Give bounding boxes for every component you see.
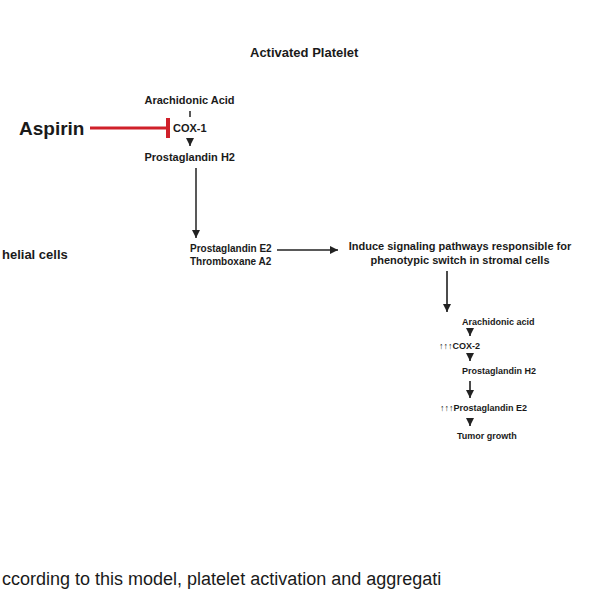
epithelial-cells: [0, 272, 585, 550]
caption-fragment: ccording to this model, platelet activat…: [2, 569, 441, 590]
nucleus: [0, 425, 42, 505]
molecule-label: Arachidonic acid: [460, 315, 537, 329]
pathway-arrow: [277, 249, 338, 251]
pathway-arrow: [469, 381, 471, 398]
node-heading: Activated Platelet: [250, 44, 358, 61]
node-text: Aspirin: [19, 116, 85, 141]
figure-frame: [0, 5, 585, 555]
icon-glyph: [581, 5, 595, 19]
node-text: COX-1: [173, 121, 207, 135]
nucleolus: [133, 503, 163, 525]
enzyme-label: COX-1: [171, 120, 209, 136]
molecule-label: Arachidonic Acid: [143, 92, 238, 108]
epithelial-cell: [45, 288, 275, 545]
icon-background: [572, 0, 600, 30]
pathway-arrow: [189, 139, 191, 146]
process-note: Induce signaling pathways responsible fo…: [341, 238, 579, 268]
node-text: Arachidonic Acid: [145, 93, 236, 107]
node-text: ↑↑↑Prostaglandin E2: [440, 402, 528, 414]
pathway-arrow: [195, 168, 197, 238]
pathway-arrow: [469, 332, 471, 336]
tissue-label: helial cells: [2, 247, 68, 262]
node-text: Arachidonic acid: [462, 316, 535, 328]
pathway-arrow: [469, 418, 471, 426]
node-text: ↑↑↑COX-2: [439, 340, 481, 352]
node-text: Prostaglandin H2: [462, 365, 537, 377]
nucleus: [286, 448, 386, 532]
basement-membrane: [0, 540, 585, 550]
molecule-label: Prostaglandin H2: [143, 149, 238, 165]
platelet: Activated PlateletArachidonic AcidCOX-1P…: [115, 10, 310, 245]
pathway-arrow: [189, 111, 191, 117]
nucleolus: [499, 493, 531, 517]
drug-label: Aspirin: [17, 115, 87, 142]
nucleus: [102, 450, 218, 540]
platelet-highlight: [251, 88, 295, 168]
node-text: Tumor growth: [457, 430, 517, 442]
enzyme-label: ↑↑↑COX-2: [437, 339, 483, 353]
epithelial-cell: [262, 295, 412, 545]
nucleolus: [318, 504, 346, 524]
pathway-arrow: [469, 356, 471, 361]
node-text: Induce signaling pathways responsible fo…: [343, 239, 577, 267]
epithelial-cell: [360, 272, 580, 545]
expand-icon: [572, 0, 600, 30]
inhibition-line: [90, 127, 168, 130]
molecule-label: Prostaglandin H2: [460, 364, 539, 378]
epithelial-cell: [0, 300, 62, 545]
node-text: Prostaglandin H2: [145, 150, 236, 164]
molecule-label: ↑↑↑Prostaglandin E2: [438, 401, 530, 415]
nucleus: [450, 441, 574, 531]
outcome-label: Tumor growth: [455, 429, 519, 443]
mediator-label: Prostaglandin E2Thromboxane A2: [188, 241, 274, 269]
node-text: Thromboxane A2: [190, 255, 272, 268]
node-text: Prostaglandin E2: [190, 242, 272, 255]
pathway-arrow: [446, 271, 448, 312]
